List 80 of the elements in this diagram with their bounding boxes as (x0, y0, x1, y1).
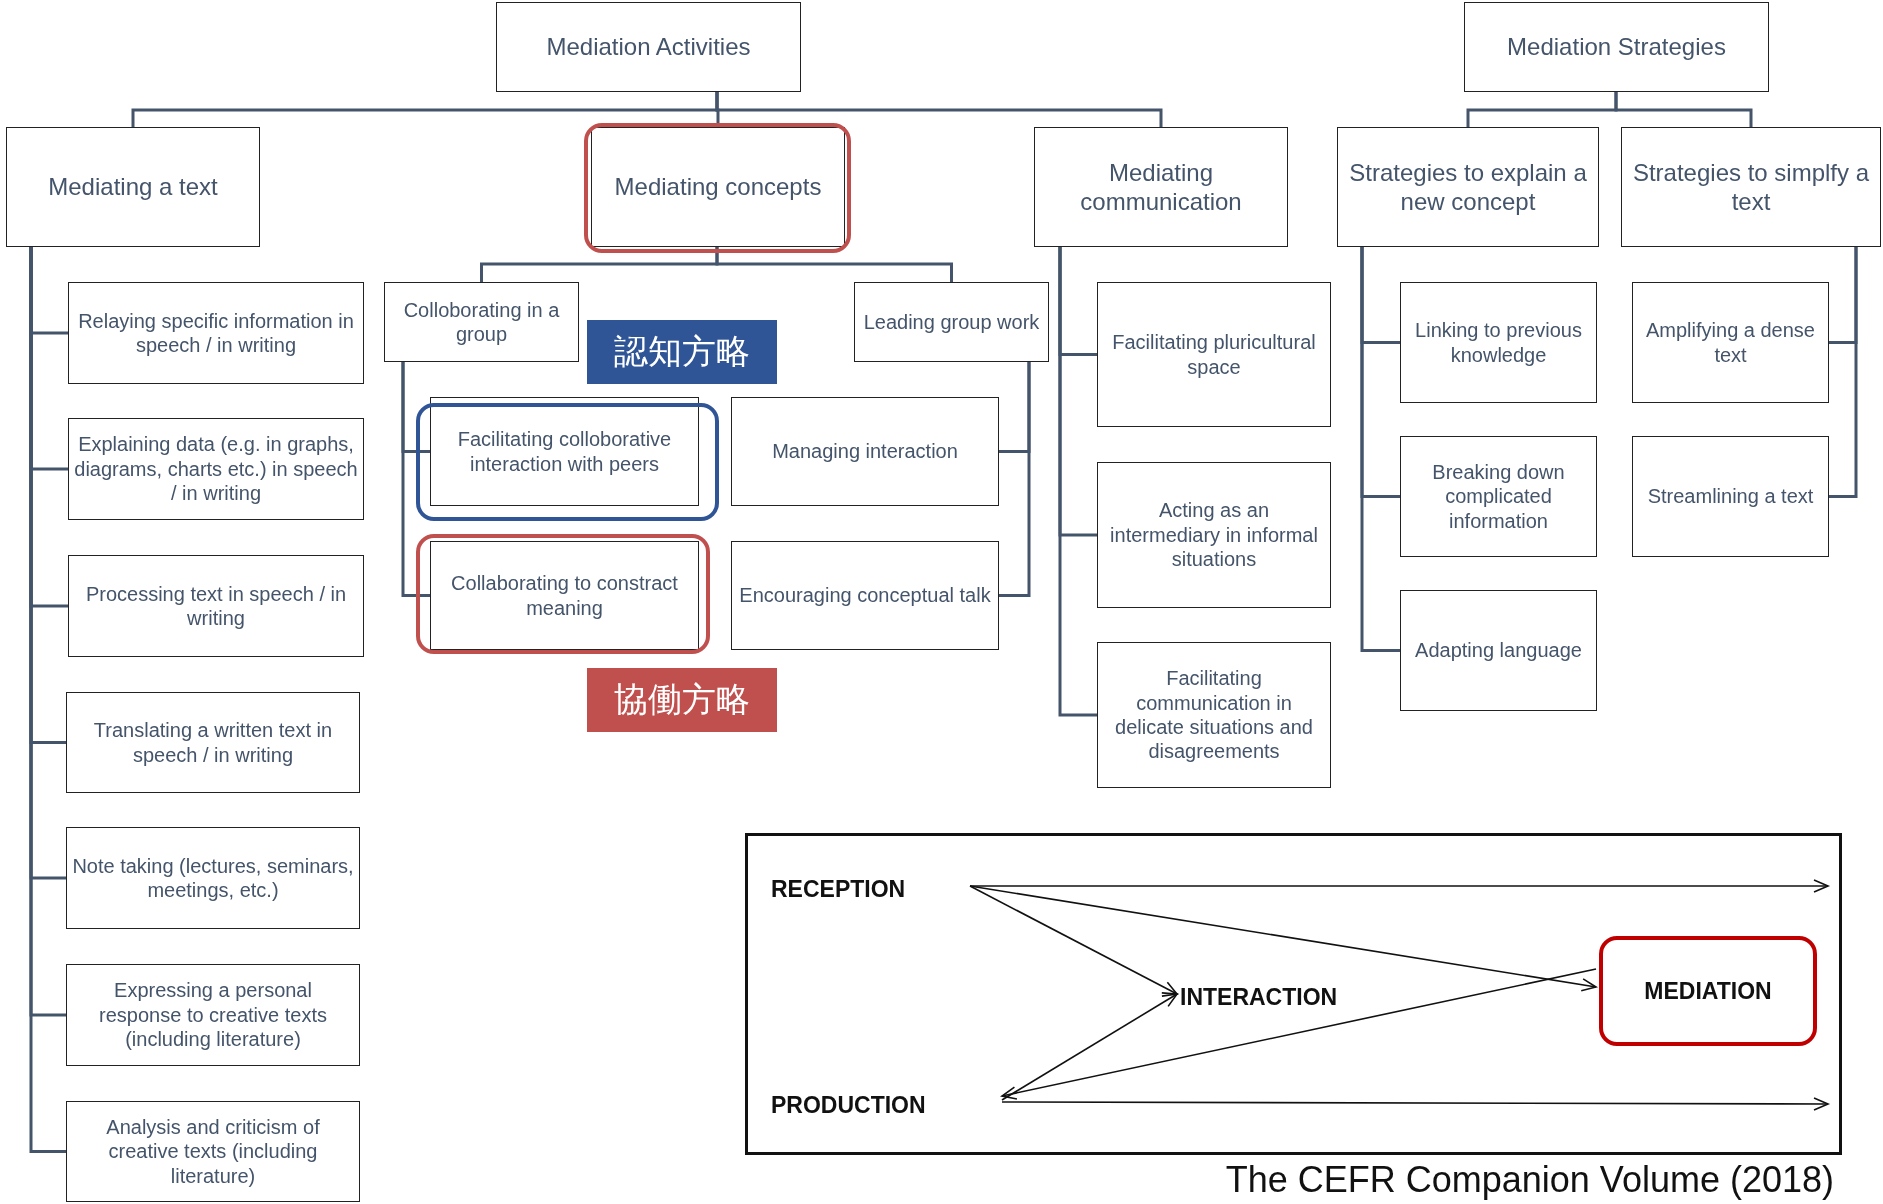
arrow (969, 885, 1178, 995)
box-label: Note taking (lectures, seminars, meetings, etc.) (71, 853, 355, 903)
activity-box (1097, 462, 1331, 608)
connector-line (401, 362, 430, 597)
arrow (1001, 968, 1597, 1100)
activity-box (430, 397, 699, 506)
arrow (969, 879, 1829, 893)
category-box (1034, 127, 1288, 247)
activity-box (66, 964, 360, 1066)
mode-label: PRODUCTION (771, 1090, 926, 1119)
box-label: Processing text in speech / in writing (84, 581, 348, 631)
box-label: Translating a written text in speech / in writing (92, 718, 334, 767)
box-label: Facilitating pluricultural space (1111, 330, 1317, 379)
category-box (1337, 127, 1599, 247)
highlight-box (1599, 936, 1817, 1046)
box-label: Leading group work (862, 309, 1041, 335)
box-label: Breaking down complicated information (1431, 459, 1566, 534)
mode-label: RECEPTION (771, 874, 906, 903)
activity-box (68, 555, 364, 657)
box-label: Facilitating colloborative interaction with peers (456, 427, 673, 476)
activity-box (384, 282, 579, 362)
panel-frame (745, 833, 1842, 1155)
activity-box (1632, 436, 1829, 557)
badge-label: 協働方略 (614, 679, 750, 721)
mode-label: INTERACTION (1180, 982, 1338, 1011)
activity-box (1632, 282, 1829, 403)
connector-line (1360, 247, 1400, 652)
box-label: Collaborating to constract meaning (450, 571, 679, 620)
cognitive-badge (587, 320, 777, 384)
arrow (1001, 993, 1178, 1101)
box-label: Colloborating in a group (402, 297, 561, 347)
box-label: Expressing a personal response to creative texts (including literature) (98, 978, 328, 1052)
box-label: Strategies to explain a new concept (1348, 157, 1588, 217)
box-label: Mediation Activities (545, 32, 752, 62)
box-label: Relaying specific information in speech / in writing (77, 308, 355, 358)
activity-box (66, 1101, 360, 1202)
box-label: Explaining data (e.g. in graphs, diagrams, charts etc.) in speech / in writing (73, 432, 359, 506)
category-box (6, 127, 260, 247)
box-label: Amplifying a dense text (1645, 318, 1816, 367)
box-label: Mediating communication (1079, 157, 1243, 217)
activity-box (731, 541, 999, 650)
box-label: Adapting language (1414, 638, 1583, 663)
activity-box (1400, 436, 1597, 557)
category-box (1621, 127, 1881, 247)
mode-label: MEDIATION (1644, 976, 1772, 1005)
connector-line (1058, 247, 1097, 717)
connector-line (1829, 247, 1858, 498)
activity-box (66, 692, 360, 793)
activity-box (1400, 590, 1597, 711)
box-label: Mediating a text (47, 172, 219, 202)
category-box (1464, 2, 1769, 92)
activity-box (1097, 282, 1331, 427)
arrow (1001, 1097, 1829, 1111)
connector-line (715, 92, 1163, 127)
activity-box (66, 827, 360, 929)
arrow (969, 885, 1597, 992)
box-label: Strategies to simplfy a text (1631, 157, 1871, 217)
activity-box (430, 541, 699, 650)
box-label: Mediating concepts (613, 172, 823, 202)
activity-box (854, 282, 1049, 362)
box-label: Linking to previous knowledge (1414, 318, 1583, 367)
collaborative-badge (587, 668, 777, 732)
connector-line (999, 362, 1031, 597)
activity-box (68, 282, 364, 384)
box-label: Facilitating communication in delicate situations and disagreements (1114, 666, 1314, 764)
activity-box (68, 418, 364, 520)
activity-box (1097, 642, 1331, 788)
box-label: Analysis and criticism of creative texts (including literature) (105, 1114, 321, 1189)
box-label: Mediation Strategies (1506, 32, 1727, 62)
source-caption: The CEFR Companion Volume (2018) (1225, 1160, 1834, 1200)
box-label: Managing interaction (771, 439, 959, 464)
activity-box (1400, 282, 1597, 403)
box-label: Acting as an intermediary in informal situations (1109, 498, 1319, 572)
activity-box (731, 397, 999, 506)
category-box (496, 2, 801, 92)
badge-label: 認知方略 (614, 331, 750, 373)
box-label: Encouraging conceptual talk (738, 583, 992, 608)
connector-line (1614, 92, 1753, 127)
box-label: Streamlining a text (1646, 484, 1815, 509)
connector-line (715, 247, 953, 282)
